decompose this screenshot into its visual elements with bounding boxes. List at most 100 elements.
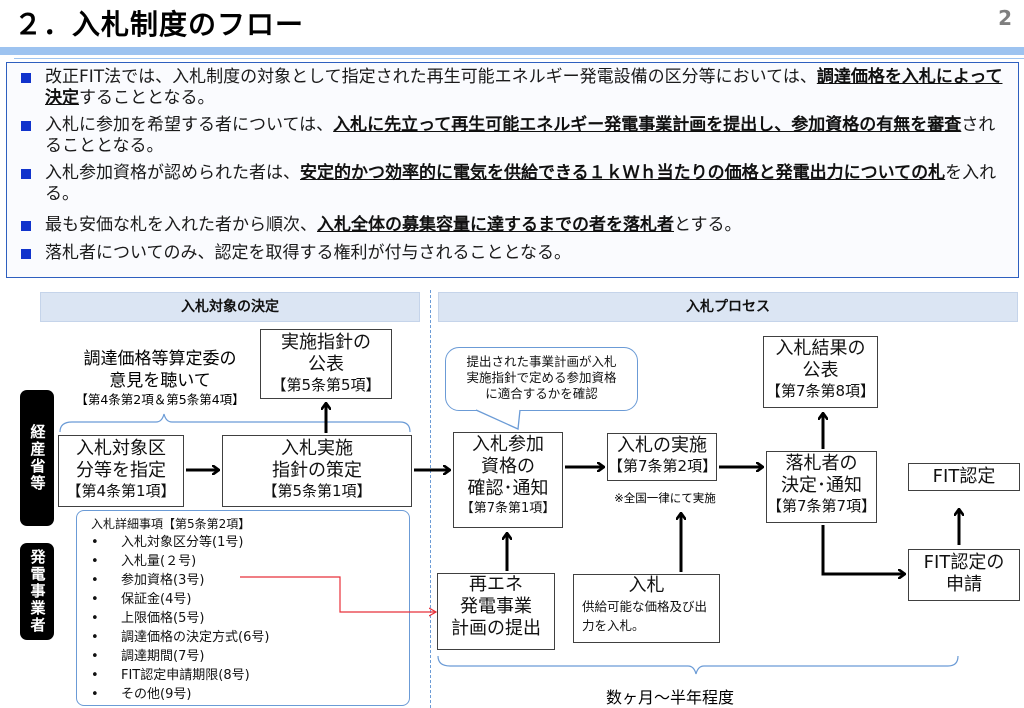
actor-label-generator: 発電事業者 (20, 543, 54, 640)
box-publish-results: 入札結果の 公表 【第7条第8項】 (763, 336, 878, 408)
box-designate-category: 入札対象区 分等を指定 【第4条第1項】 (58, 435, 184, 507)
results-ref: 【第7条第8項】 (765, 382, 876, 400)
bullet-text: 入札に参加を希望する者については、入札に先立って再生可能エネルギー発電事業計画を… (21, 115, 1011, 157)
box-fit-application: FIT認定の 申請 (908, 549, 1020, 601)
square-bullet-icon (21, 249, 31, 259)
bullet-text: 改正FIT法では、入札制度の対象として指定された再生可能エネルギー発電設備の区分… (21, 67, 1011, 109)
box-conduct-bid: 入札の実施 【第7条第2項】 (607, 433, 717, 481)
summary-box: 改正FIT法では、入札制度の対象として指定された再生可能エネルギー発電設備の区分… (6, 62, 1019, 278)
bid-details-box: 入札詳細事項【第5条第2項】 入札対象区分等(1号) 入札量(２号) 参加資格(… (76, 510, 410, 706)
page-number: 2 (998, 6, 1012, 30)
bid-detail-item: 上限価格(5号) (87, 609, 269, 628)
callout-tail (475, 409, 521, 430)
qualify-ref: 【第7条第1項】 (460, 501, 556, 516)
summary-bullet: 改正FIT法では、入札制度の対象として指定された再生可能エネルギー発電設備の区分… (21, 67, 1011, 109)
submit-plan-line1: 再エネ (469, 574, 523, 595)
conduct-line1: 入札の実施 (617, 435, 707, 456)
fit-apply-line1: FIT認定の (923, 552, 1005, 573)
bid-detail-item: 調達期間(7号) (87, 647, 269, 666)
summary-bullet: 最も安価な札を入れた者から順次、入札全体の募集容量に達するまでの者を落札者とする… (21, 215, 1011, 236)
fit-cert-label: FIT認定 (932, 466, 996, 487)
formulate-line1: 入札実施 (281, 438, 353, 459)
winner-ref: 【第7条第7項】 (767, 497, 877, 515)
plain-text: 入札参加資格が認められた者は、 (45, 163, 300, 183)
plain-text: されることとなる。 (45, 115, 996, 156)
formulate-line2: 指針の策定 (272, 460, 362, 481)
bid-detail-item: 入札量(２号) (87, 552, 269, 571)
bid-line1: 供給可能な価格及び出 (582, 599, 708, 614)
bid-details-title: 入札詳細事項【第5条第2項】 (91, 517, 251, 531)
box-submit-plan: 再エネ 発電事業 計画の提出 (437, 573, 555, 650)
page-title: ２．入札制度のフロー (14, 8, 305, 41)
summary-bullet: 入札に参加を希望する者については、入札に先立って再生可能エネルギー発電事業計画を… (21, 115, 1011, 157)
qualify-line1: 入札参加 (472, 434, 544, 455)
committee-note: 調達価格等算定委の 意見を聴いて 【第4条第2項＆第5条第4項】 (55, 348, 265, 407)
box-qualification-check: 入札参加 資格の 確認･通知 【第7条第1項】 (453, 432, 563, 528)
designate-ref: 【第4条第1項】 (66, 482, 176, 500)
square-bullet-icon (21, 221, 31, 231)
bid-detail-item: 調達価格の決定方式(6号) (87, 628, 269, 647)
fit-apply-line2: 申請 (946, 574, 982, 595)
bullet-text: 最も安価な札を入れた者から順次、入札全体の募集容量に達するまでの者を落札者とする… (21, 215, 1011, 236)
bid-detail-item: 保証金(4号) (87, 590, 269, 609)
brace-duration (437, 655, 959, 675)
publish-guideline-ref: 【第5条第5項】 (271, 376, 381, 394)
title-underline-bar (0, 47, 1024, 55)
committee-note-line2: 意見を聴いて (109, 371, 211, 391)
box-bid: 入札 供給可能な価格及び出 力を入札。 (573, 574, 720, 643)
box-winner-decision: 落札者の 決定･通知 【第7条第7項】 (766, 451, 877, 523)
bid-detail-item: FIT認定申請期限(8号) (87, 666, 269, 685)
submit-plan-line3: 計画の提出 (451, 618, 541, 639)
square-bullet-icon (21, 121, 31, 131)
square-bullet-icon (21, 73, 31, 83)
callout-check-qualification: 提出された事業計画が入札 実施指針で定める参加資格 に適合するかを確認 (445, 347, 638, 411)
plain-text: とする。 (674, 215, 742, 235)
plain-text: を入れる。 (45, 163, 997, 204)
bid-detail-item: その他(9号) (87, 685, 269, 704)
callout-line2: 実施指針で定める参加資格 (466, 370, 617, 385)
section-header-bid-target: 入札対象の決定 (40, 292, 420, 322)
winner-line2: 決定･通知 (781, 475, 862, 496)
emphasis-text: 調達価格を入札によって決定 (45, 67, 1003, 108)
actor-label-meti: 経産省等 (20, 390, 54, 526)
emphasis-text: 入札全体の募集容量に達するまでの者を落札者 (317, 215, 674, 235)
results-line2: 公表 (802, 360, 839, 381)
bullet-text: 入札参加資格が認められた者は、安定的かつ効率的に電気を供給できる１ｋＷｈ当たりの… (21, 163, 1011, 205)
box-formulate-guideline: 入札実施 指針の策定 【第5条第1項】 (222, 435, 412, 507)
committee-note-ref: 【第4条第2項＆第5条第4項】 (75, 392, 245, 407)
summary-bullet: 入札参加資格が認められた者は、安定的かつ効率的に電気を供給できる１ｋＷｈ当たりの… (21, 163, 1011, 205)
qualify-line2: 資格の (481, 456, 535, 477)
conduct-ref: 【第7条第2項】 (608, 457, 718, 475)
box-fit-certification: FIT認定 (908, 463, 1020, 491)
committee-note-line1: 調達価格等算定委の (83, 349, 237, 369)
results-line1: 入札結果の (775, 338, 866, 359)
bid-detail-item: 入札対象区分等(1号) (87, 533, 269, 552)
designate-line2: 分等を指定 (76, 460, 166, 481)
summary-bullet: 落札者についてのみ、認定を取得する権利が付与されることとなる。 (21, 243, 1011, 264)
plain-text: 入札に参加を希望する者については、 (45, 115, 334, 135)
bid-title: 入札 (628, 575, 665, 596)
section-header-bid-process: 入札プロセス (438, 292, 1018, 322)
plain-text: 最も安価な札を入れた者から順次、 (45, 215, 317, 235)
publish-guideline-line1: 実施指針の (281, 332, 371, 353)
qualify-line3: 確認･通知 (467, 478, 549, 499)
bid-details-list: 入札対象区分等(1号) 入札量(２号) 参加資格(3号) 保証金(4号) 上限価… (87, 533, 269, 704)
conduct-note: ※全国一律にて実施 (614, 491, 716, 505)
arrow-winner-to-fit-apply (821, 525, 904, 574)
bullet-text: 落札者についてのみ、認定を取得する権利が付与されることとなる。 (21, 243, 1011, 264)
winner-line1: 落札者の (785, 453, 858, 474)
plain-text: 改正FIT法では、入札制度の対象として指定された再生可能エネルギー発電設備の区分… (45, 67, 817, 87)
title-underline-thin (14, 58, 1024, 59)
designate-line1: 入札対象区 (76, 438, 166, 459)
callout-line3: に適合するかを確認 (485, 386, 598, 401)
duration-label: 数ヶ月～半年程度 (605, 688, 734, 707)
plain-text: 落札者についてのみ、認定を取得する権利が付与されることとなる。 (45, 243, 571, 263)
emphasis-text: 安定的かつ効率的に電気を供給できる１ｋＷｈ当たりの価格と発電出力についての札 (300, 163, 946, 183)
callout-line1: 提出された事業計画が入札 (466, 354, 617, 369)
publish-guideline-line2: 公表 (308, 354, 344, 375)
box-publish-guideline: 実施指針の 公表 【第5条第5項】 (260, 329, 392, 399)
section-divider (430, 290, 431, 708)
square-bullet-icon (21, 169, 31, 179)
brace-committee (59, 413, 411, 433)
emphasis-text: 入札に先立って再生可能エネルギー発電事業計画を提出し、参加資格の有無を審査 (333, 115, 962, 135)
